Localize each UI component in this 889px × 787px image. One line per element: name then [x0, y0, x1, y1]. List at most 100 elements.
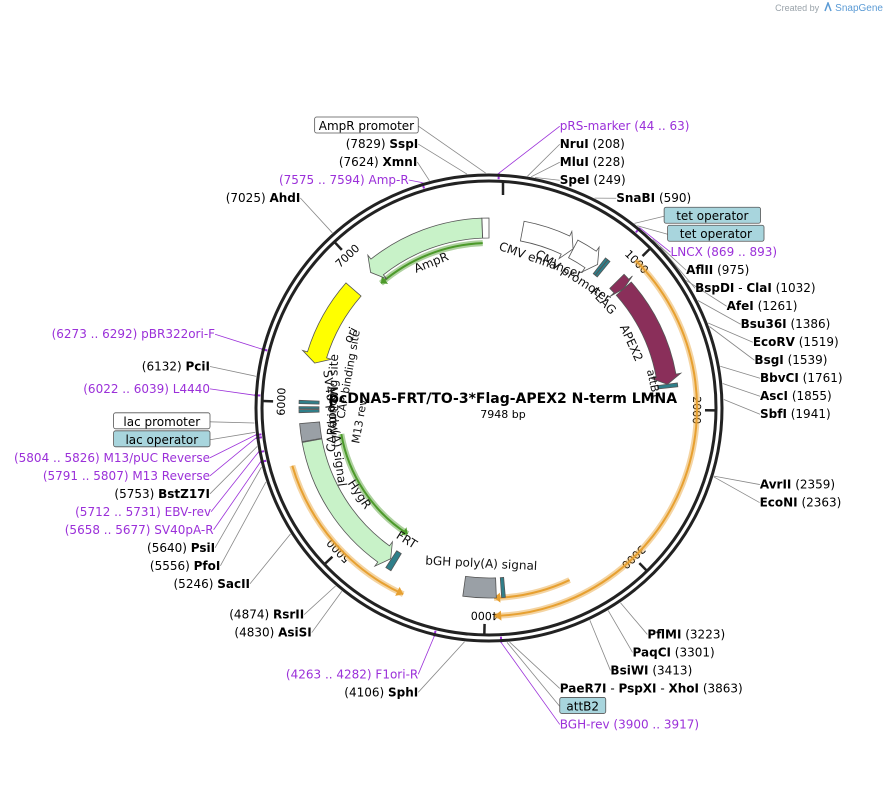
label-spei: SpeI (249) — [560, 173, 626, 187]
feature-m13-rev — [298, 409, 320, 414]
callout-bstz17i — [209, 446, 258, 495]
label-paer7i-sep2: - — [657, 681, 669, 695]
label-pflmi-pos: (3223) — [681, 627, 725, 641]
orf-main — [494, 259, 698, 617]
callout-bbvci — [720, 365, 761, 379]
label-aflii-text: AflII — [686, 263, 713, 277]
label-text-tet-operator-b: tet operator — [680, 227, 752, 241]
label-text-bsiwi: BsiWI (3413) — [610, 663, 692, 677]
callout-ecorv — [707, 322, 754, 343]
label-m13-puc-reverse-range: (5804 .. 5826) — [14, 451, 104, 465]
label-pbr322ori-f-range: (6273 .. 6292) — [52, 327, 142, 341]
label-pcii-pos: (6132) — [142, 360, 186, 374]
callout-pbr322ori-f — [214, 333, 262, 350]
label-sv40pa-r: (5658 .. 5677) SV40pA-R — [65, 523, 214, 537]
label-paer7i-text2: PspXI — [618, 681, 656, 695]
feature-cap-site — [298, 399, 320, 405]
label-text-aflii: AflII (975) — [686, 263, 749, 277]
callout-pcii — [209, 366, 257, 377]
label-box-lac-promoter-box — [113, 412, 211, 430]
attb1-label: attB1 — [644, 368, 663, 400]
label-avrii-text: AvrII — [760, 478, 792, 492]
label-pbr322ori-f-text: pBR322ori-F — [141, 327, 215, 341]
label-sv40pa-r-text: SV40pA-R — [154, 523, 213, 537]
label-text-econi: EcoNI (2363) — [760, 496, 842, 510]
tick-5000 — [324, 555, 334, 565]
label-asisi-text: AsiSI — [278, 626, 312, 640]
label-l4440-text: L4440 — [173, 382, 210, 396]
feature-lac-op — [298, 406, 320, 410]
label-text-tet-operator-a: tet operator — [676, 209, 748, 223]
label-ecorv-text: EcoRV — [753, 335, 796, 349]
callout-lac-operator-box — [209, 431, 256, 441]
callout-sacii — [249, 533, 291, 585]
callout-psii — [214, 466, 262, 548]
label-m13-reverse: (5791 .. 5807) M13 Reverse — [43, 469, 210, 483]
label-text-ahdi: (7025) AhdI — [226, 191, 301, 205]
callout-f1ori-r — [417, 636, 435, 675]
callout-paqci — [607, 610, 633, 653]
callout-lines — [209, 125, 761, 725]
label-text-paer7i: PaeR7I - PspXI - XhoI (3863) — [560, 681, 743, 695]
callout-paer7i — [509, 641, 561, 689]
label-text-lac-promoter-box: lac promoter — [123, 415, 200, 429]
label-sphi-pos: (4106) — [344, 685, 388, 699]
feature-label-frt: FRT — [394, 528, 420, 552]
feature-ori — [301, 282, 362, 364]
label-asci-pos: (1855) — [788, 389, 832, 403]
label-sspi: (7829) SspI — [346, 137, 419, 151]
label-sv40pa-r-range: (5658 .. 5677) — [65, 523, 155, 537]
label-text-ebv-rev: (5712 .. 5731) EBV-rev — [75, 505, 211, 519]
feature-label-cap-site: CAP binding site — [324, 354, 341, 452]
label-m13-reverse-range: (5791 .. 5807) — [43, 469, 133, 483]
label-sacii-text: SacII — [217, 577, 250, 591]
label-asisi: (4830) AsiSI — [234, 626, 311, 640]
label-lac-operator-box: lac operator — [113, 430, 211, 448]
label-nrui: NruI (208) — [560, 137, 625, 151]
callout-bsu36i — [697, 300, 741, 325]
callout-pfoi — [220, 481, 267, 566]
label-pfoi-pos: (5556) — [150, 559, 194, 573]
callout-attb2-box — [506, 642, 561, 707]
callout-avrii — [713, 475, 760, 485]
feature-label-bgh-polya: bGH poly(A) signal — [425, 554, 538, 574]
label-bsu36i: Bsu36I (1386) — [741, 317, 831, 331]
orf-ampr-arrowhead — [380, 276, 389, 284]
label-psii-pos: (5640) — [147, 541, 191, 555]
orf-left — [291, 465, 404, 596]
label-text-sv40pa-r: (5658 .. 5677) SV40pA-R — [65, 523, 214, 537]
label-text-l4440: (6022 .. 6039) L4440 — [83, 382, 210, 396]
callout-econi — [713, 476, 760, 503]
feature-attb2 — [499, 576, 506, 599]
label-text-attb2-box: attB2 — [566, 699, 599, 713]
callout-spei — [534, 177, 560, 181]
callout-bgh-rev — [500, 642, 561, 725]
label-snabi: SnaBI (590) — [616, 191, 691, 205]
label-amp-r-range: (7575 .. 7594) — [279, 173, 369, 187]
label-text-rsrii: (4874) RsrII — [229, 608, 304, 622]
label-asci-text: AscI — [760, 389, 788, 403]
label-m13-puc-reverse-text: M13/pUC Reverse — [104, 451, 211, 465]
callout-l4440 — [209, 388, 255, 396]
feature-frt — [385, 550, 402, 572]
callout-tet-operator-a — [634, 215, 665, 224]
label-bstz17i-text: BstZ17I — [158, 487, 210, 501]
label-text-asci: AscI (1855) — [760, 389, 832, 403]
label-avrii-pos: (2359) — [791, 478, 835, 492]
label-avrii: AvrII (2359) — [760, 478, 835, 492]
label-text-lncx: LNCX (869 .. 893) — [671, 245, 778, 259]
backbone-outer-ring — [254, 173, 724, 643]
callout-ebv-rev — [210, 452, 259, 513]
label-ebv-rev-range: (5712 .. 5731) — [75, 505, 165, 519]
label-box-tet-operator-a — [663, 206, 761, 224]
label-text-avrii: AvrII (2359) — [760, 478, 835, 492]
callout-rsrii — [303, 585, 336, 615]
callout-bspdi — [659, 246, 696, 289]
label-nrui-pos: (208) — [589, 137, 625, 151]
callout-sphi — [417, 641, 465, 693]
label-ecorv: EcoRV (1519) — [753, 335, 839, 349]
callout-bsgi — [709, 326, 755, 361]
label-l4440: (6022 .. 6039) L4440 — [83, 382, 210, 396]
label-text-lac-operator-box: lac operator — [125, 433, 198, 447]
